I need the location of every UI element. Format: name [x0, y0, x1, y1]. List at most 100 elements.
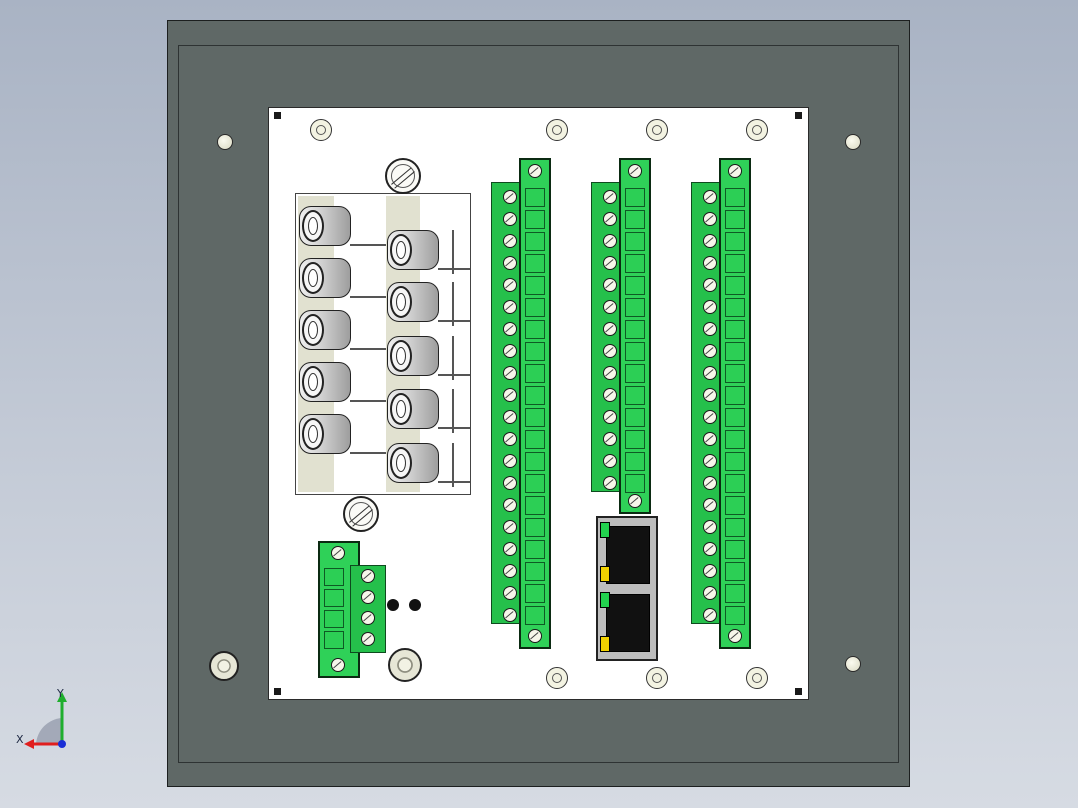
terminal-screw-icon — [361, 632, 375, 646]
terminal-slot — [625, 188, 645, 207]
terminal-screw-icon — [503, 388, 517, 402]
ct-rail — [350, 452, 386, 454]
terminal-slot — [625, 408, 645, 427]
ct-terminal-icon — [387, 443, 439, 483]
y-axis-label: Y — [57, 687, 64, 700]
terminal-header — [491, 182, 521, 624]
torx-screw-icon — [746, 667, 768, 689]
terminal-slot — [725, 562, 745, 581]
panel-corner-mark — [795, 688, 802, 695]
terminal-screw-icon — [503, 410, 517, 424]
terminal-screw-icon — [603, 300, 617, 314]
terminal-slot — [525, 606, 545, 625]
terminal-slot — [525, 496, 545, 515]
ct-rail — [350, 348, 386, 350]
ct-rail — [452, 336, 454, 380]
torx-screw-icon — [310, 119, 332, 141]
terminal-slot — [725, 364, 745, 383]
coordinate-triad: Y X — [14, 688, 74, 750]
ct-rail — [452, 389, 454, 433]
terminal-slot — [625, 232, 645, 251]
panel-corner-mark — [274, 112, 281, 119]
ct-terminal-icon — [299, 258, 351, 298]
terminal-slot — [525, 342, 545, 361]
torx-screw-icon — [546, 667, 568, 689]
terminal-slot — [725, 606, 745, 625]
frame-bezel — [178, 45, 899, 763]
terminal-slot — [625, 276, 645, 295]
terminal-slot — [725, 298, 745, 317]
terminal-screw-icon — [503, 322, 517, 336]
terminal-screw-icon — [503, 432, 517, 446]
terminal-screw-icon — [703, 322, 717, 336]
terminal-slot — [625, 474, 645, 493]
terminal-screw-icon — [361, 590, 375, 604]
triad-graphic — [24, 692, 67, 749]
terminal-screw-icon — [361, 569, 375, 583]
terminal-screw-icon — [603, 234, 617, 248]
terminal-slot — [725, 188, 745, 207]
terminal-screw-icon — [603, 454, 617, 468]
terminal-screw-icon — [603, 344, 617, 358]
slotted-screw-icon — [343, 496, 379, 532]
terminal-screw-icon — [503, 608, 517, 622]
terminal-slot — [725, 430, 745, 449]
ct-rail — [438, 481, 470, 483]
terminal-slot — [324, 568, 344, 586]
terminal-screw-icon — [503, 212, 517, 226]
terminal-header — [691, 182, 721, 624]
terminal-screw-icon — [603, 410, 617, 424]
ct-terminal-icon — [387, 230, 439, 270]
terminal-slot — [725, 474, 745, 493]
terminal-screw-icon — [703, 564, 717, 578]
terminal-screw-icon — [361, 611, 375, 625]
led-indicator-icon — [409, 599, 421, 611]
terminal-slot — [725, 584, 745, 603]
terminal-slot — [525, 298, 545, 317]
ct-rail — [438, 320, 470, 322]
mount-hole-icon — [845, 656, 861, 672]
triad-plane — [36, 718, 62, 744]
ct-rail — [350, 244, 386, 246]
ct-terminal-icon — [387, 336, 439, 376]
torx-screw-icon — [646, 667, 668, 689]
terminal-screw-icon — [728, 164, 742, 178]
terminal-screw-icon — [503, 454, 517, 468]
led-indicator-icon — [600, 522, 610, 538]
terminal-slot — [525, 254, 545, 273]
terminal-slot — [525, 452, 545, 471]
terminal-slot — [525, 408, 545, 427]
terminal-screw-icon — [331, 658, 345, 672]
terminal-slot — [625, 364, 645, 383]
terminal-screw-icon — [503, 564, 517, 578]
terminal-screw-icon — [703, 366, 717, 380]
terminal-screw-icon — [703, 256, 717, 270]
terminal-slot — [625, 430, 645, 449]
terminal-screw-icon — [603, 366, 617, 380]
terminal-screw-icon — [703, 234, 717, 248]
terminal-screw-icon — [528, 164, 542, 178]
led-indicator-icon — [600, 566, 610, 582]
terminal-screw-icon — [603, 322, 617, 336]
ct-rail — [350, 296, 386, 298]
led-indicator-icon — [387, 599, 399, 611]
terminal-screw-icon — [703, 278, 717, 292]
rj45-port-icon[interactable] — [606, 594, 650, 652]
hex-nut-icon — [388, 648, 422, 682]
terminal-slot — [625, 342, 645, 361]
terminal-slot — [725, 386, 745, 405]
terminal-slot — [625, 210, 645, 229]
terminal-screw-icon — [503, 366, 517, 380]
ct-rail — [452, 282, 454, 326]
terminal-screw-icon — [628, 494, 642, 508]
x-axis-label: X — [16, 733, 24, 746]
mount-hole-icon — [217, 134, 233, 150]
terminal-slot — [725, 210, 745, 229]
terminal-screw-icon — [703, 520, 717, 534]
terminal-slot — [725, 540, 745, 559]
terminal-slot — [525, 584, 545, 603]
terminal-slot — [525, 562, 545, 581]
terminal-slot — [525, 430, 545, 449]
rj45-port-icon[interactable] — [606, 526, 650, 584]
